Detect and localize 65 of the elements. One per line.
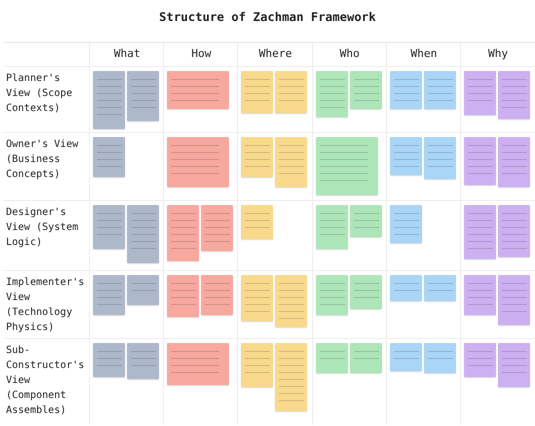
sticky-note xyxy=(350,71,382,109)
sticky-note xyxy=(127,343,159,379)
sticky-note xyxy=(464,137,496,185)
column-header: When xyxy=(410,47,438,60)
sticky-note xyxy=(201,275,234,315)
sticky-note xyxy=(93,137,125,177)
sticky-note xyxy=(498,137,530,187)
sticky-note xyxy=(390,71,422,109)
sticky-note xyxy=(390,275,422,301)
sticky-note xyxy=(424,343,456,373)
sticky-note xyxy=(498,343,530,387)
sticky-note xyxy=(93,275,125,315)
sticky-note xyxy=(127,205,159,263)
column-header: Who xyxy=(338,47,361,60)
row-header: Designer's View (System Logic) xyxy=(6,206,80,250)
sticky-note xyxy=(275,137,308,187)
sticky-note xyxy=(167,205,200,261)
sticky-note xyxy=(316,343,348,373)
sticky-note xyxy=(498,275,530,325)
sticky-note xyxy=(201,205,234,251)
sticky-note xyxy=(275,343,308,411)
sticky-note xyxy=(275,71,308,113)
column-header: Where xyxy=(258,47,294,60)
sticky-note xyxy=(127,71,159,121)
sticky-note xyxy=(127,275,159,305)
column-header: What xyxy=(112,47,142,60)
sticky-note xyxy=(93,71,125,129)
sticky-note xyxy=(350,205,382,237)
sticky-note xyxy=(424,71,456,109)
sticky-note xyxy=(316,275,348,315)
sticky-note xyxy=(241,205,274,239)
sticky-note xyxy=(464,205,496,259)
sticky-note xyxy=(464,275,496,315)
row-header: Owner's View (Business Concepts) xyxy=(6,138,80,182)
row-header: Planner's View (Scope Contexts) xyxy=(6,72,74,116)
sticky-note xyxy=(241,137,274,177)
sticky-note xyxy=(167,343,230,385)
sticky-note xyxy=(275,275,308,327)
sticky-note xyxy=(390,205,422,243)
diagram-title: Structure of Zachman Framework xyxy=(158,10,377,24)
sticky-note xyxy=(93,205,125,249)
sticky-note xyxy=(350,275,382,309)
sticky-note xyxy=(390,343,422,371)
sticky-note xyxy=(350,343,382,373)
sticky-note xyxy=(424,137,456,179)
sticky-note xyxy=(316,137,378,195)
column-header: How xyxy=(190,47,212,60)
sticky-note xyxy=(424,275,456,301)
sticky-note xyxy=(498,71,530,119)
sticky-note xyxy=(167,275,200,317)
sticky-note xyxy=(93,343,125,377)
sticky-note xyxy=(167,137,230,187)
sticky-note xyxy=(241,71,274,113)
sticky-note xyxy=(464,71,496,115)
sticky-note xyxy=(498,205,530,257)
sticky-note xyxy=(167,71,230,109)
sticky-note xyxy=(241,343,274,387)
column-header: Why xyxy=(487,47,510,60)
sticky-note xyxy=(390,137,422,175)
sticky-note xyxy=(464,343,496,377)
sticky-note xyxy=(241,275,274,321)
row-header: Implementer's View (Technology Physics) xyxy=(6,276,86,335)
sticky-note xyxy=(316,205,348,249)
sticky-note xyxy=(316,71,348,117)
row-header: Sub-Constructor's View (Component Assembles) xyxy=(6,344,86,418)
